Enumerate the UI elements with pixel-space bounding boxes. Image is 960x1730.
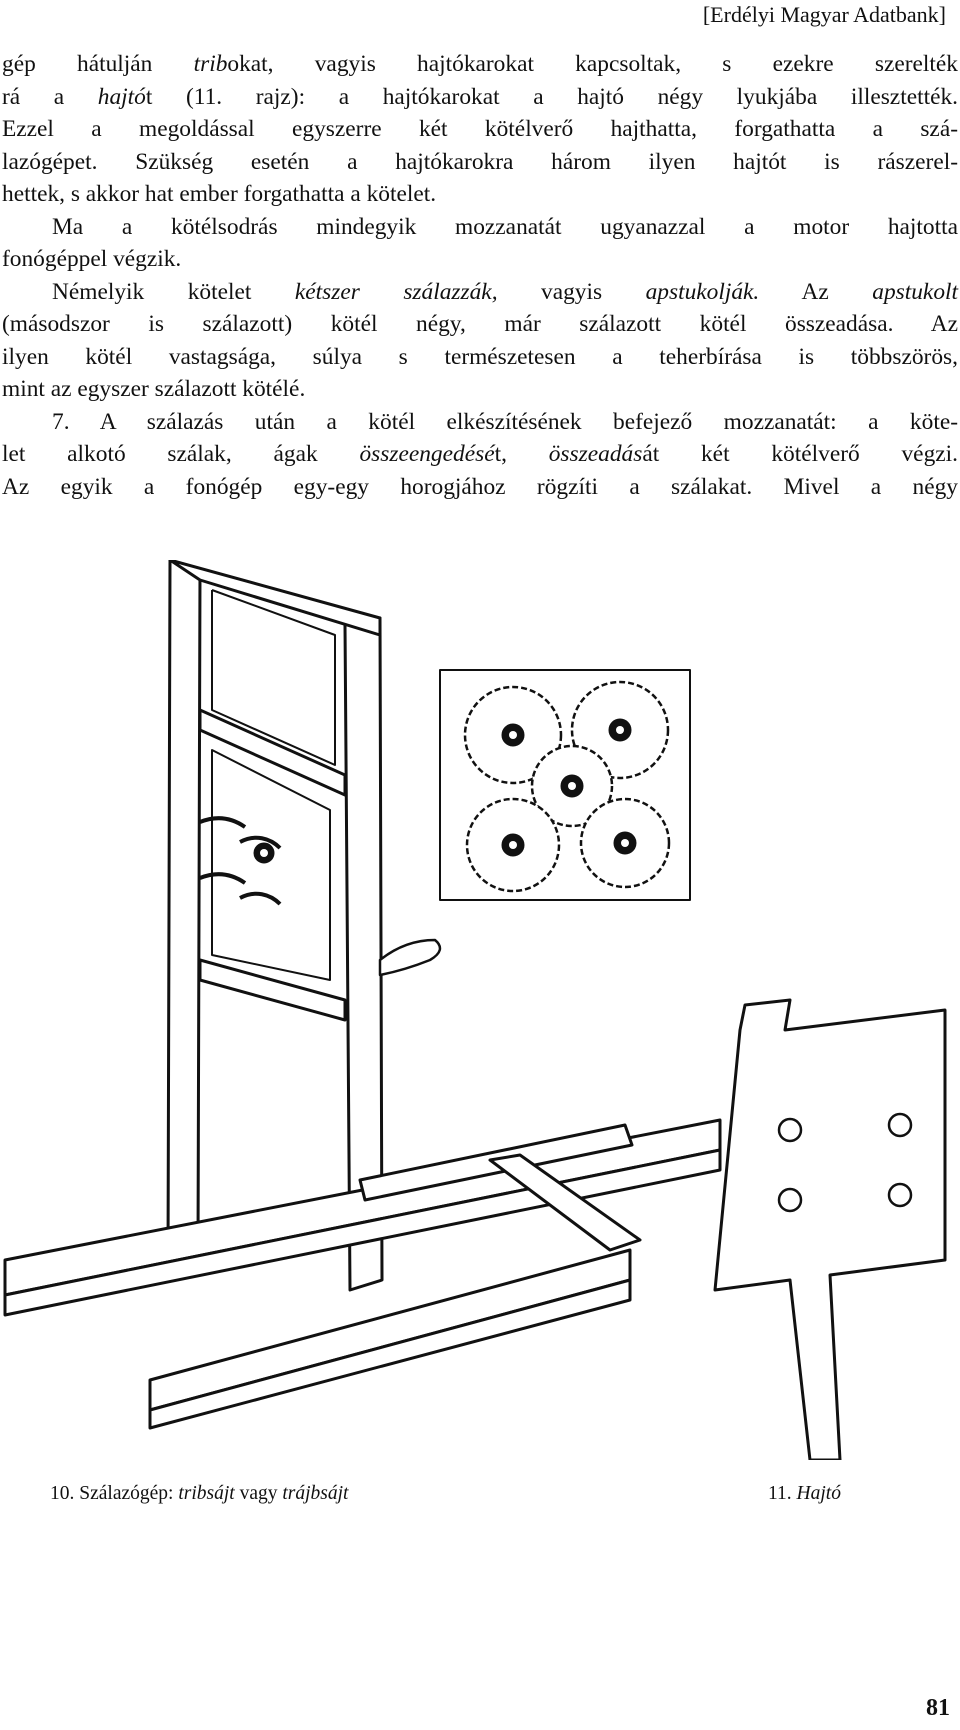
crank-plate-drawing xyxy=(713,998,947,1460)
spinning-machine-drawing xyxy=(3,560,722,1430)
figure-11-caption: 11. Hajtó xyxy=(768,1483,841,1505)
text-line: ilyen kötél vastagsága, súlya s természe… xyxy=(2,341,958,374)
text-run: Az xyxy=(759,278,873,305)
text-run: hajtó xyxy=(97,83,146,110)
text-run: lazógépet. Szükség esetén a hajtókarokra… xyxy=(2,148,958,175)
text-line: Az egyik a fonógép egy-egy horogjához rö… xyxy=(2,471,958,504)
text-run: tribsájt xyxy=(178,1483,235,1504)
text-run: trib xyxy=(193,51,228,77)
text-line: lazógépet. Szükség esetén a hajtókarokra… xyxy=(2,146,958,179)
text-line: Némelyik kötelet kétszer szálazzák, vagy… xyxy=(2,276,958,309)
text-run: let alkotó szálak, ágak xyxy=(2,441,360,467)
text-run: Némelyik kötelet xyxy=(52,278,295,305)
text-run: 7. A szálazás után a kötél elkészítéséne… xyxy=(52,408,958,435)
text-line: (másodszor is szálazott) kötél négy, már… xyxy=(2,308,958,341)
text-line: gép hátulján tribokat, vagyis hajtókarok… xyxy=(2,48,958,81)
text-run: apstukolt xyxy=(872,278,959,305)
text-run: vagyis xyxy=(497,278,646,305)
text-line: fonógéppel végzik. xyxy=(2,243,958,276)
text-run: 10. Szálazógép: xyxy=(50,1483,179,1504)
text-run: összeengedésé xyxy=(359,441,495,467)
text-run: át két kötélverő végzi. xyxy=(642,441,958,467)
text-run: mint az egyszer szálazott kötélé. xyxy=(2,376,306,402)
text-run: rá a xyxy=(2,83,98,110)
text-line: hettek, s akkor hat ember forgathatta a … xyxy=(2,178,958,211)
text-run: vagy xyxy=(234,1483,283,1504)
text-line: 7. A szálazás után a kötél elkészítéséne… xyxy=(2,406,958,439)
text-run: (másodszor is szálazott) kötél négy, már… xyxy=(2,311,958,337)
text-run: összeadás xyxy=(548,441,643,467)
text-run: t (11. rajz): a hajtókarokat a hajtó nég… xyxy=(145,83,958,110)
page-header: [Erdélyi Magyar Adatbank] xyxy=(702,2,946,27)
illustration xyxy=(3,560,947,1460)
text-run: kétszer szálazzák, xyxy=(294,278,498,305)
body-text: gép hátulján tribokat, vagyis hajtókarok… xyxy=(2,48,958,503)
text-line: let alkotó szálak, ágak összeengedését, … xyxy=(2,438,958,471)
text-run: gép hátulján xyxy=(2,51,194,77)
text-run: Ma a kötélsodrás mindegyik mozzanatát ug… xyxy=(52,213,958,240)
text-line: Ezzel a megoldással egyszerre két kötélv… xyxy=(2,113,958,146)
text-run: fonógéppel végzik. xyxy=(2,246,182,272)
text-line: rá a hajtót (11. rajz): a hajtókarokat a… xyxy=(2,81,958,114)
text-line: mint az egyszer szálazott kötélé. xyxy=(2,373,958,406)
text-run: trájbsájt xyxy=(282,1483,349,1504)
page-number: 81 xyxy=(926,1695,950,1721)
text-run: ilyen kötél vastagsága, súlya s természe… xyxy=(2,343,958,370)
text-run: t, xyxy=(494,441,549,467)
text-line: Ma a kötélsodrás mindegyik mozzanatát ug… xyxy=(2,211,958,244)
text-run: 11. xyxy=(768,1483,797,1504)
text-run: Hajtó xyxy=(796,1483,841,1504)
figure-10-caption: 10. Szálazógép: tribsájt vagy trájbsájt xyxy=(50,1483,348,1505)
text-run: okat, vagyis hajtókarokat kapcsoltak, s … xyxy=(227,51,958,77)
text-run: Az egyik a fonógép egy-egy horogjához rö… xyxy=(2,473,958,500)
text-run: apstukolják. xyxy=(645,278,760,305)
gear-panel-drawing xyxy=(439,669,691,901)
text-run: Ezzel a megoldással egyszerre két kötélv… xyxy=(2,116,958,142)
text-run: hettek, s akkor hat ember forgathatta a … xyxy=(2,181,437,207)
